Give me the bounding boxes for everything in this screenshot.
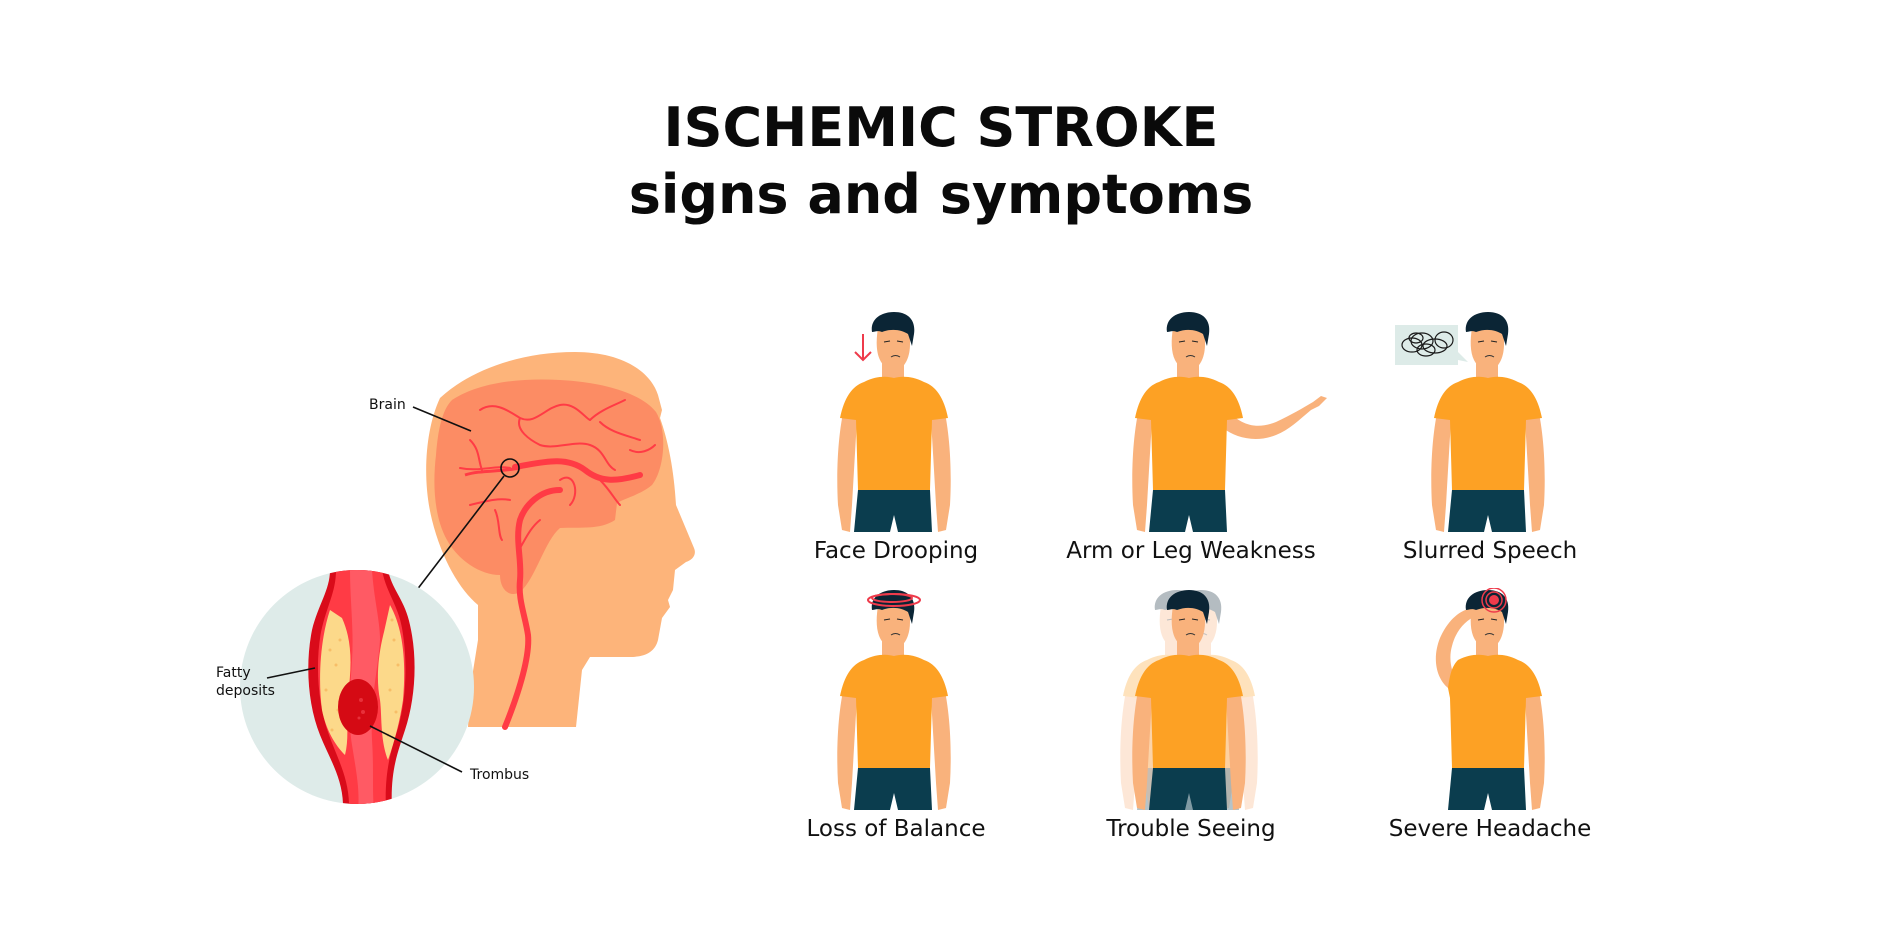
- raised-arm-icon: [1223, 396, 1327, 439]
- fatty-deposits-label-line1: Fatty: [216, 665, 251, 681]
- scribble-speech-bubble-icon: [1395, 325, 1468, 365]
- artery-cross-section: [240, 570, 474, 804]
- symptom-label: Arm or Leg Weakness: [1066, 538, 1316, 564]
- dizzy-rings-icon: [867, 593, 921, 607]
- symptom-card-face-drooping: Face Drooping: [746, 310, 1046, 600]
- down-arrow-icon: [854, 334, 872, 362]
- symptom-card-slurred-speech: Slurred Speech: [1340, 310, 1640, 600]
- symptom-card-severe-headache: Severe Headache: [1340, 588, 1640, 878]
- person-figure: [837, 589, 951, 810]
- page-subtitle: signs and symptoms: [628, 163, 1254, 226]
- brain: [434, 379, 664, 730]
- symptom-card-arm-leg-weakness: Arm or Leg Weakness: [1041, 310, 1341, 600]
- brain-label: Brain: [369, 397, 406, 413]
- thrombus-label: Trombus: [470, 767, 530, 783]
- page-title: ISCHEMIC STROKE: [663, 96, 1219, 159]
- person-figure: [1132, 311, 1327, 532]
- symptom-label: Trouble Seeing: [1106, 816, 1276, 842]
- symptom-card-loss-of-balance: Loss of Balance: [746, 588, 1046, 878]
- person-figure: [1395, 311, 1545, 532]
- symptom-card-trouble-seeing: Trouble Seeing: [1041, 588, 1341, 878]
- person-figure: [1435, 588, 1545, 810]
- symptom-label: Face Drooping: [813, 538, 979, 564]
- symptom-label: Slurred Speech: [1402, 538, 1578, 564]
- pain-target-icon: [1481, 588, 1507, 613]
- fatty-deposits-label-line2: deposits: [216, 683, 275, 699]
- person-figure: [1120, 589, 1258, 810]
- symptom-label: Severe Headache: [1388, 816, 1592, 842]
- zoom-marker: [500, 458, 520, 478]
- person-figure: [837, 311, 951, 532]
- symptom-label: Loss of Balance: [806, 816, 986, 842]
